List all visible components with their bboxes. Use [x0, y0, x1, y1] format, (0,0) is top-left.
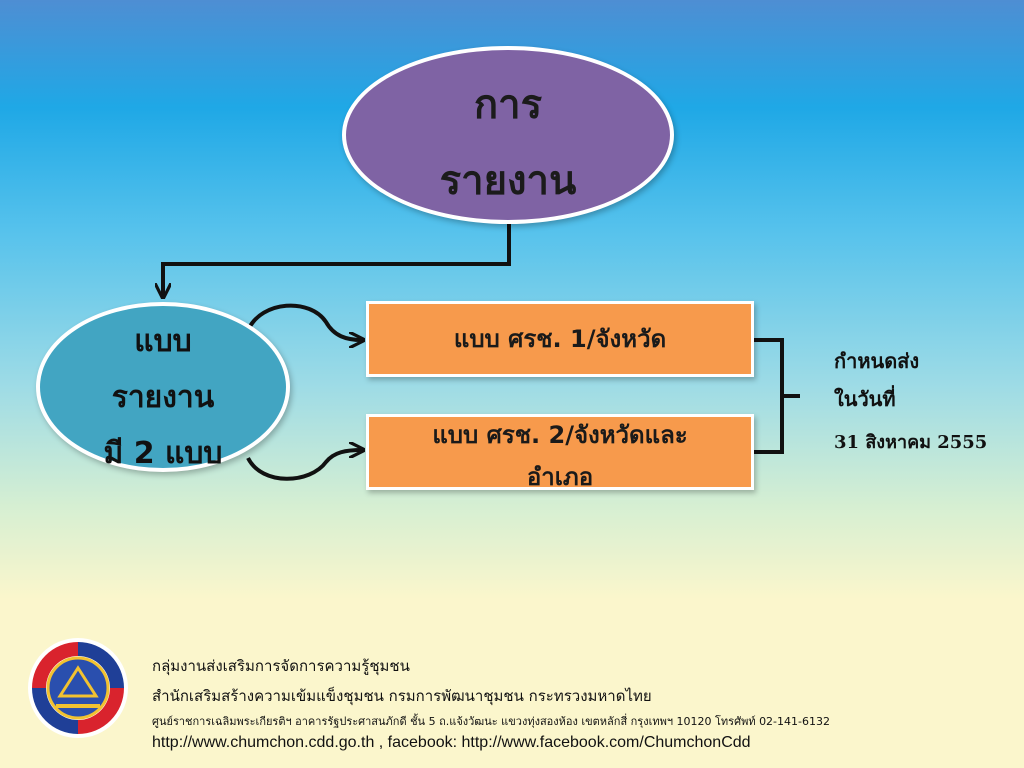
report-types-line3: มี 2 แบบ	[103, 436, 223, 471]
department-emblem-logo	[26, 636, 130, 744]
report-types-node: แบบ รายงาน มี 2 แบบ	[36, 302, 290, 472]
right-brace	[754, 338, 800, 454]
form-1-label: แบบ ศรช. 1/จังหวัด	[453, 325, 667, 353]
reporting-node-line1: การ	[473, 82, 543, 128]
arrow-top-to-left	[163, 224, 511, 296]
form-2-box: แบบ ศรช. 2/จังหวัดและ อำเภอ	[366, 414, 754, 491]
footer-address: ศูนย์ราชการเฉลิมพระเกียรติฯ อาคารรัฐประศ…	[152, 715, 830, 728]
footer-group-name: กลุ่มงานส่งเสริมการจัดการความรู้ชุมชน	[152, 657, 410, 675]
footer-links: http://www.chumchon.cdd.go.th , facebook…	[152, 734, 751, 751]
form-2-label-line2: อำเภอ	[526, 463, 594, 491]
deadline-date: 31 สิงหาคม 2555	[834, 432, 988, 453]
report-types-line1: แบบ	[134, 324, 192, 359]
reporting-node: การ รายงาน	[342, 46, 674, 224]
arrow-left-to-box1	[246, 303, 362, 340]
form-2-label-line1: แบบ ศรช. 2/จังหวัดและ	[432, 421, 688, 449]
report-types-line2: รายงาน	[111, 380, 215, 415]
reporting-node-line2: รายงาน	[439, 158, 577, 204]
arrow-left-to-box2	[246, 450, 362, 481]
deadline-line2: ในวันที่	[834, 387, 896, 411]
deadline-line1: กำหนดส่ง	[834, 349, 920, 373]
footer-office-name: สำนักเสริมสร้างความเข้มแข็งชุมชน กรมการพ…	[152, 687, 652, 705]
form-1-box: แบบ ศรช. 1/จังหวัด	[366, 301, 754, 377]
